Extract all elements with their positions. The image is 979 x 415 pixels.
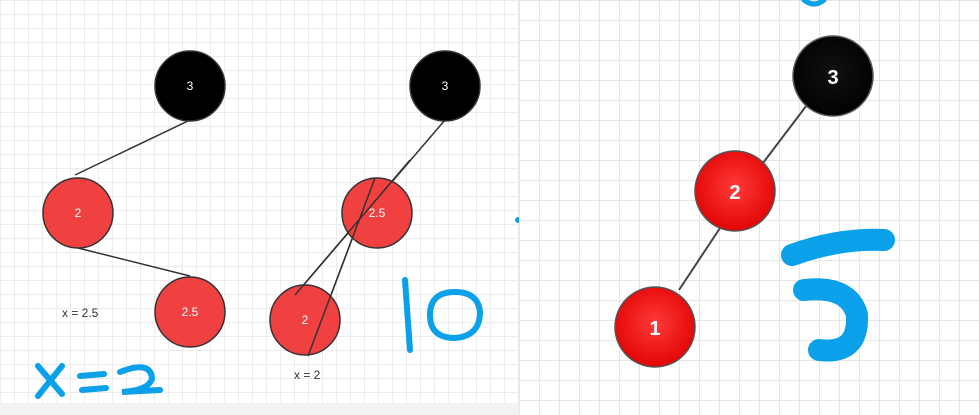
right-diagram-svg: 3 2 1 — [614, 0, 895, 368]
node-b3: 3 — [409, 50, 481, 122]
edge-r2-r1 — [678, 221, 725, 291]
node-a3: 3 — [154, 50, 226, 122]
edge-b3-b25-overlay — [294, 159, 411, 296]
node-r3: 3 — [792, 35, 874, 117]
left-diagram-svg: 3 2 2.5 3 2.5 2 x = 2.5 x = 2 — [35, 50, 519, 399]
node-a2: 2 — [42, 177, 114, 249]
node-b2: 2 — [269, 284, 341, 356]
caption-tree-b: x = 2 — [294, 368, 321, 382]
node-r1: 1 — [614, 286, 696, 368]
node-r2-label: 2 — [729, 182, 740, 204]
edge-b25-b2-overlay — [307, 177, 376, 357]
edge-a3-a2 — [74, 119, 191, 176]
handwriting-x-equals-2 — [35, 363, 163, 399]
node-a25: 2.5 — [154, 276, 226, 348]
edge-r3-r2 — [762, 96, 814, 164]
node-a2-label: 2 — [75, 206, 82, 220]
edge-a2-a25 — [77, 247, 191, 277]
handwriting-number-10 — [402, 277, 484, 353]
node-r1-label: 1 — [649, 318, 660, 340]
caption-tree-a: x = 2.5 — [62, 306, 99, 320]
node-a3-label: 3 — [187, 79, 194, 93]
handwriting-top-mark — [801, 0, 827, 7]
node-b25-label: 2.5 — [369, 206, 386, 220]
right-diagram-canvas: 3 2 1 — [519, 0, 979, 415]
node-b25: 2.5 — [341, 177, 413, 249]
node-a25-label: 2.5 — [182, 305, 199, 319]
node-r2: 2 — [694, 150, 776, 232]
node-b2-label: 2 — [302, 313, 309, 327]
left-diagram-canvas: 3 2 2.5 3 2.5 2 x = 2.5 x = 2 — [0, 0, 519, 403]
left-panel-footer — [0, 403, 519, 415]
handwriting-number-5 — [781, 228, 895, 362]
node-r3-label: 3 — [827, 67, 838, 89]
node-b3-label: 3 — [442, 79, 449, 93]
